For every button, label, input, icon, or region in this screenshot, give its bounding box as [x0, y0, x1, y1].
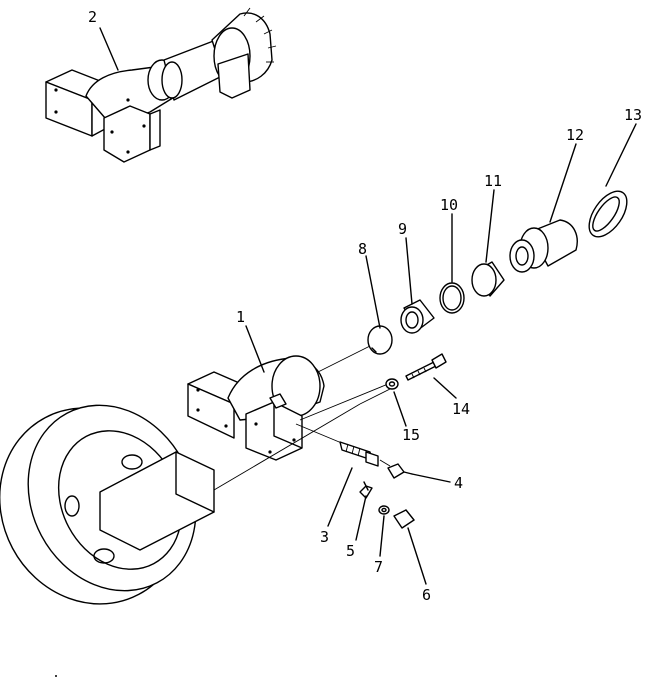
- callout-3: 3: [320, 528, 329, 546]
- part-10-ring: [439, 282, 465, 314]
- part-7-washer: [378, 505, 390, 515]
- callout-1: 1: [236, 308, 245, 326]
- callout-8: 8: [358, 240, 367, 258]
- part-5-lock-plate: [359, 481, 373, 499]
- part-6-bolt: [393, 509, 415, 529]
- callout-6: 6: [422, 586, 431, 604]
- part-1-bracket: [187, 355, 325, 461]
- callout-5: 5: [346, 542, 355, 560]
- part-3-grease-fitting: [339, 441, 379, 467]
- stray-dot: [55, 675, 57, 677]
- callout-12: 12: [566, 126, 584, 144]
- part-15-washer: [385, 378, 399, 390]
- part-8-snap-ring: [367, 325, 393, 355]
- callout-10: 10: [440, 196, 458, 214]
- callout-leaders: [99, 27, 637, 585]
- part-14-bolt: [405, 353, 447, 381]
- part-11-collar: [471, 261, 505, 297]
- part-13-bearing: [588, 190, 628, 238]
- callout-9: 9: [398, 220, 407, 238]
- part-9-bushing: [400, 299, 435, 334]
- part-2-assembly: [45, 7, 277, 163]
- callout-7: 7: [374, 558, 383, 576]
- part-12-sleeve: [509, 219, 578, 273]
- callout-15: 15: [402, 426, 420, 444]
- callout-11: 11: [484, 172, 502, 190]
- callout-4: 4: [454, 474, 463, 492]
- part-4-plug: [387, 463, 413, 479]
- idler-wheel: [0, 404, 215, 605]
- assembly-lines: [213, 345, 397, 491]
- callout-2: 2: [88, 8, 97, 26]
- callout-13: 13: [624, 106, 642, 124]
- callout-14: 14: [452, 400, 470, 418]
